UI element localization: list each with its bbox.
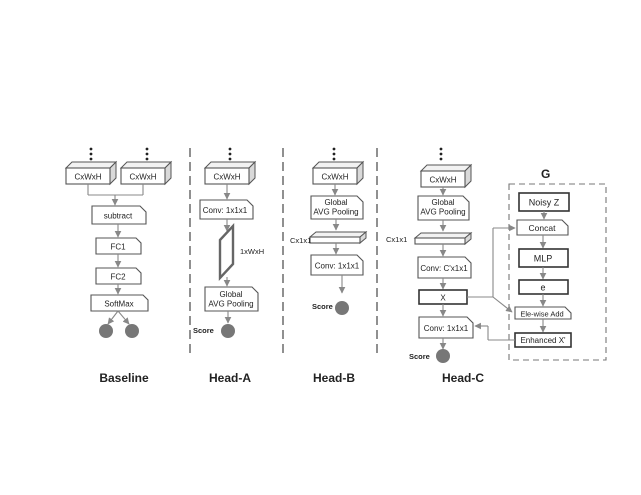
vector-block [308,230,368,245]
head-a-pool-line2: AVG Pooling [208,300,253,309]
head-c-vec-label: Cx1x1 [386,235,407,244]
head-c-conv2-node [418,316,474,339]
head-a-column: CxWxH Conv: 1x1x1 1xWxH Global AVG Pooli… [193,147,264,385]
vector-block [413,231,473,246]
ele-wise-add-node [514,306,572,320]
head-a-score-label: Score [193,326,214,335]
head-b-pool-line1: Global [324,198,347,207]
mlp-label: MLP [534,254,553,264]
head-b-conv-node [310,254,364,276]
e-label: e [540,283,545,293]
head-a-conv-label: Conv: 1x1x1 [203,206,248,215]
head-c-conv1-label: Conv: C'x1x1 [420,264,468,273]
baseline-input-right-label: CxWxH [129,173,156,182]
fc2-label: FC2 [110,273,126,282]
head-a-conv-node [199,199,254,220]
head-b-conv-label: Conv: 1x1x1 [315,262,360,271]
head-b-pool-node [310,195,364,220]
feature-map-block: CxWxH [203,160,257,186]
baseline-column: CxWxH CxWxH subtract FC1 FC2 SoftMax [64,147,173,385]
head-a-input-label: CxWxH [213,173,240,182]
concat-node [516,219,569,236]
head-b-input-label: CxWxH [321,173,348,182]
head-b-score-label: Score [312,302,333,311]
head-c-x-label: X [440,294,446,303]
subtract-label: subtract [104,212,133,221]
feature-map-block: CxWxH [419,163,473,189]
head-b-vec-label: Cx1x1 [290,236,311,245]
fc1-node [95,237,142,255]
head-c-conv1-node [417,256,472,279]
feature-map-block: CxWxH [119,160,173,186]
head-c-column: CxWxH Global AVG Pooling Cx1x1 Conv: C'x… [386,147,484,385]
head-c-caption: Head-C [442,371,484,385]
head-c-input-label: CxWxH [429,176,456,185]
head-b-pool-line2: AVG Pooling [313,208,358,217]
g-module-title: G [541,167,550,181]
head-c-pool-node [417,195,470,221]
baseline-caption: Baseline [99,371,149,385]
ele-wise-add-label: Ele-wise Add [520,310,563,319]
baseline-input-left-label: CxWxH [74,173,101,182]
softmax-node [90,294,149,312]
g-module: G Noisy Z Concat MLP e Ele-wise Add Enha… [508,167,607,361]
g-module-frame [508,183,607,361]
head-c-conv2-label: Conv: 1x1x1 [424,324,469,333]
head-b-caption: Head-B [313,371,355,385]
head-c-pool-line1: Global [431,198,454,207]
fc1-label: FC1 [110,243,126,252]
output-node-1 [99,324,113,338]
concat-label: Concat [529,223,557,233]
softmax-label: SoftMax [104,300,133,309]
head-c-to-g-connectors [467,224,516,341]
head-b-column: CxWxH Global AVG Pooling Cx1x1 Conv: 1x1… [290,147,368,385]
fc2-node [95,267,142,285]
enhanced-x-label: Enhanced X' [520,336,566,345]
output-node-2 [125,324,139,338]
head-c-pool-line2: AVG Pooling [420,208,465,217]
feature-map-block: CxWxH [311,160,365,186]
head-a-plane-label: 1xWxH [240,247,264,256]
feature-map-block: CxWxH [64,160,118,186]
head-b-score-node [335,301,349,315]
noisy-z-label: Noisy Z [529,198,560,208]
head-a-score-node [221,324,235,338]
head-a-pool-line1: Global [219,290,242,299]
head-a-pool-node [204,286,259,312]
subtract-node [91,205,147,225]
head-c-score-label: Score [409,352,430,361]
head-c-score-node [436,349,450,363]
spatial-map-plane [218,222,235,282]
head-a-caption: Head-A [209,371,251,385]
